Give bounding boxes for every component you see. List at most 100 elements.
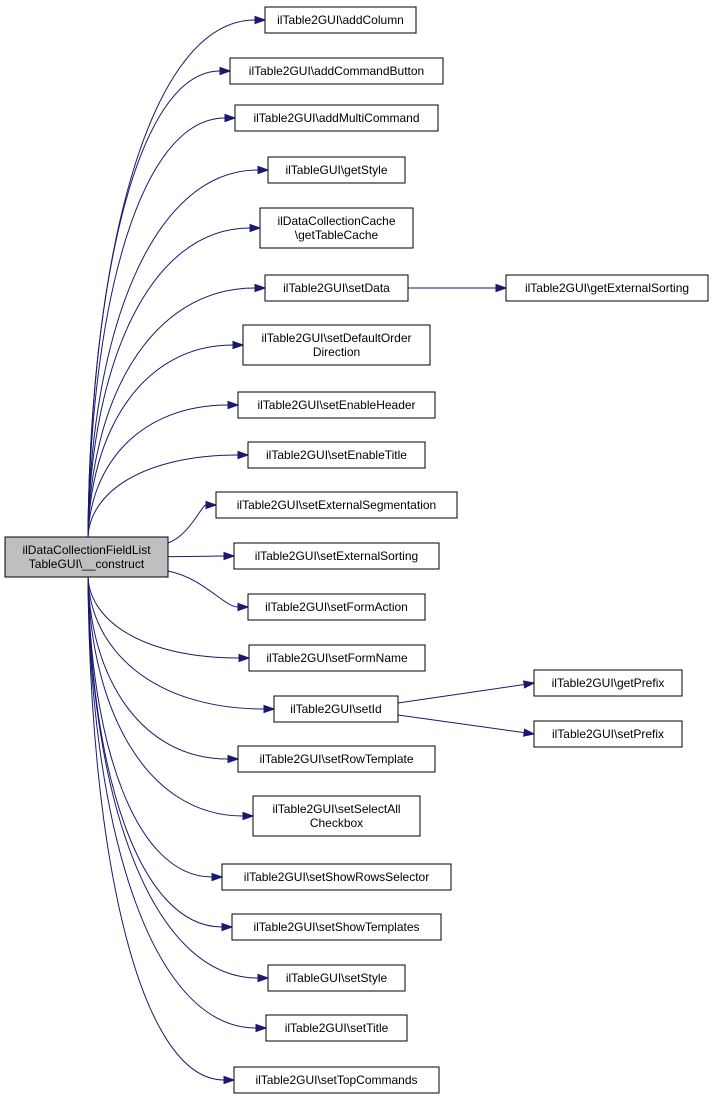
node-n10[interactable]: ilTable2GUI\setExternalSegmentation <box>215 491 458 519</box>
edge-arrowhead <box>232 340 245 350</box>
node-n15[interactable]: ilTable2GUI\setRowTemplate <box>237 745 436 773</box>
node-n14[interactable]: ilTable2GUI\setId <box>273 695 399 723</box>
edge-arrowhead <box>249 223 262 233</box>
node-box <box>233 1066 440 1094</box>
node-n18[interactable]: ilTable2GUI\setShowTemplates <box>231 913 442 941</box>
node-n11[interactable]: ilTable2GUI\setExternalSorting <box>233 542 440 570</box>
edge-arrowhead <box>205 500 218 510</box>
node-n5[interactable]: ilDataCollectionCache\getTableCache <box>259 207 414 249</box>
node-n2[interactable]: ilTable2GUI\addCommandButton <box>229 57 444 85</box>
edge-line <box>397 714 525 734</box>
node-label: ilTable2GUI\addCommandButton <box>249 64 424 78</box>
edge-arrowhead <box>523 728 536 737</box>
edge-line <box>87 576 213 878</box>
node-box <box>259 207 414 249</box>
node-label: ilTableGUI\getStyle <box>285 163 387 177</box>
edge-line <box>87 576 229 760</box>
node-label: ilTable2GUI\setShowRowsSelector <box>244 870 429 884</box>
node-n8[interactable]: ilTable2GUI\setEnableHeader <box>237 391 436 419</box>
node-box <box>265 1014 408 1042</box>
node-n9[interactable]: ilTable2GUI\setEnableTitle <box>247 441 426 469</box>
edge-layer <box>87 15 536 1085</box>
node-label: ilTable2GUI\addColumn <box>277 13 404 27</box>
edge-line <box>87 344 234 538</box>
node-label: ilDataCollectionFieldList <box>22 543 151 557</box>
node-box <box>237 745 436 773</box>
edge-line <box>167 570 239 608</box>
edge-arrowhead <box>223 551 236 561</box>
node-label: ilTable2GUI\setEnableHeader <box>257 398 415 412</box>
node-box <box>4 536 169 578</box>
node-layer: ilDataCollectionFieldListTableGUI\__cons… <box>4 6 709 1094</box>
edge-arrowhead <box>257 973 270 983</box>
node-label: TableGUI\__construct <box>29 557 145 571</box>
node-box <box>247 593 426 621</box>
node-label: ilTable2GUI\addMultiCommand <box>253 111 419 125</box>
edge-root-to-n21 <box>87 576 236 1085</box>
node-label: ilTable2GUI\getPrefix <box>552 676 665 690</box>
node-n13[interactable]: ilTable2GUI\setFormName <box>248 644 426 672</box>
node-label: ilTable2GUI\setFormAction <box>265 600 408 614</box>
node-label: ilTable2GUI\setShowTemplates <box>253 920 419 934</box>
edge-line <box>167 504 207 544</box>
edge-arrowhead <box>263 704 276 714</box>
node-n3[interactable]: ilTable2GUI\addMultiCommand <box>234 104 439 132</box>
node-n1[interactable]: ilTable2GUI\addColumn <box>264 6 417 34</box>
node-box <box>231 913 442 941</box>
edge-line <box>87 287 256 538</box>
edge-root-to-n3 <box>87 113 237 538</box>
node-n4[interactable]: ilTableGUI\getStyle <box>267 156 406 184</box>
edge-line <box>87 576 244 817</box>
node-n22[interactable]: ilTable2GUI\getExternalSorting <box>505 274 709 302</box>
edge-line <box>87 576 259 979</box>
edge-arrowhead <box>238 653 251 663</box>
node-label: ilTableGUI\setStyle <box>286 971 388 985</box>
node-box <box>221 863 452 891</box>
edge-arrowhead <box>211 872 224 882</box>
edge-line <box>87 404 229 538</box>
edge-root-to-n14 <box>87 576 276 714</box>
edge-arrowhead <box>237 602 250 612</box>
edge-root-to-n11 <box>167 551 236 561</box>
node-label: ilTable2GUI\getExternalSorting <box>525 281 689 295</box>
node-box <box>264 274 409 302</box>
edge-n14-to-n24 <box>397 714 536 737</box>
edge-root-to-n12 <box>167 570 250 612</box>
node-label: Direction <box>313 345 360 359</box>
edge-arrowhead <box>523 680 536 689</box>
node-box <box>242 324 431 366</box>
node-n23[interactable]: ilTable2GUI\getPrefix <box>533 669 683 697</box>
edge-root-to-n4 <box>87 165 270 538</box>
node-n19[interactable]: ilTableGUI\setStyle <box>267 964 406 992</box>
node-label: ilTable2GUI\setTitle <box>285 1021 389 1035</box>
node-box <box>234 104 439 132</box>
node-label: ilTable2GUI\setExternalSorting <box>255 549 418 563</box>
node-n21[interactable]: ilTable2GUI\setTopCommands <box>233 1066 440 1094</box>
node-n20[interactable]: ilTable2GUI\setTitle <box>265 1014 408 1042</box>
edge-root-to-n19 <box>87 576 270 983</box>
node-root[interactable]: ilDataCollectionFieldListTableGUI\__cons… <box>4 536 169 578</box>
edge-root-to-n9 <box>87 450 250 538</box>
edge-arrowhead <box>254 283 267 293</box>
edge-arrowhead <box>495 283 508 293</box>
node-box <box>264 6 417 34</box>
node-box <box>505 274 709 302</box>
edge-line <box>87 576 223 928</box>
node-n6[interactable]: ilTable2GUI\setData <box>264 274 409 302</box>
node-label: ilTable2GUI\setPrefix <box>552 727 664 741</box>
node-label: ilTable2GUI\setTopCommands <box>255 1073 417 1087</box>
node-label: ilTable2GUI\setExternalSegmentation <box>237 498 436 512</box>
node-n17[interactable]: ilTable2GUI\setShowRowsSelector <box>221 863 452 891</box>
node-n24[interactable]: ilTable2GUI\setPrefix <box>533 720 683 748</box>
node-box <box>267 156 406 184</box>
edge-root-to-n1 <box>87 15 267 538</box>
node-label: \getTableCache <box>295 228 379 242</box>
edge-root-to-n2 <box>87 66 232 538</box>
edge-line <box>167 555 225 558</box>
edge-arrowhead <box>223 1075 236 1085</box>
edge-arrowhead <box>221 922 234 932</box>
node-n12[interactable]: ilTable2GUI\setFormAction <box>247 593 426 621</box>
node-box <box>233 542 440 570</box>
